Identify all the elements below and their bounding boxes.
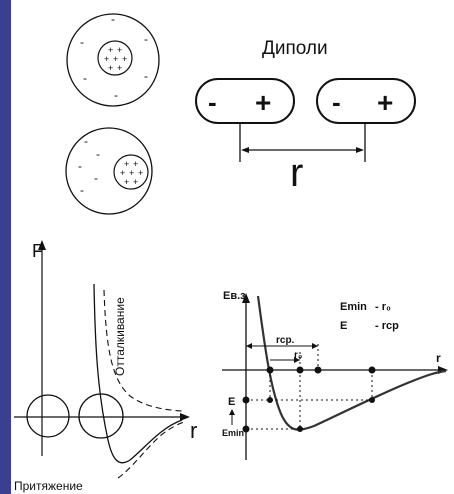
atom-polarized: - - - - - + + + + + + +	[65, 127, 153, 215]
dipole-minus: -	[332, 87, 341, 117]
dipole-plus: +	[377, 87, 393, 118]
nucleus-charge: +	[122, 54, 127, 64]
nucleus-charge: +	[108, 45, 113, 55]
r0-label: r₀	[294, 350, 302, 361]
legend-r0: - r₀	[375, 301, 391, 313]
electron-charge: -	[144, 69, 148, 83]
electron-charge: -	[84, 134, 88, 148]
dipole-minus: -	[208, 87, 217, 117]
atom-symmetric: - - - - - - + + + + + + +	[66, 12, 160, 107]
nucleus-charge: +	[124, 159, 129, 169]
force-axis-label: F	[32, 241, 43, 261]
dipole-left: - +	[195, 78, 295, 124]
nucleus-charge: +	[117, 45, 122, 55]
nucleus-charge: +	[133, 177, 138, 187]
electron-charge: -	[111, 12, 115, 26]
nucleus-charge: +	[124, 177, 129, 187]
nucleus-charge: +	[108, 63, 113, 73]
dipole-right: - +	[316, 78, 416, 124]
electron-charge: -	[114, 88, 118, 102]
electron-charge: -	[94, 171, 98, 185]
nucleus-charge: +	[133, 159, 138, 169]
nucleus-charge: +	[113, 54, 118, 64]
distance-marker	[239, 123, 366, 162]
nucleus-charge: +	[138, 168, 143, 178]
electron-charge: -	[83, 71, 87, 85]
legend-e: E	[340, 320, 347, 332]
distance-label: r	[290, 151, 303, 195]
dipole-plus: +	[255, 87, 271, 118]
electron-charge: -	[80, 35, 84, 49]
energy-plot: Ев.з. r rср. r₀ E	[222, 290, 448, 460]
nucleus-charge: +	[129, 168, 134, 178]
electron-charge: -	[144, 32, 148, 46]
energy-axis-label: Ев.з.	[223, 290, 249, 302]
electron-charge: -	[96, 147, 100, 161]
nucleus-charge: +	[104, 54, 109, 64]
r-axis-label: r	[436, 351, 441, 365]
side-strip	[0, 0, 11, 494]
attraction-label: Притяжение	[14, 479, 83, 493]
legend-rcp: - rср	[375, 320, 399, 332]
repulsion-label: Отталкивание	[113, 297, 127, 376]
legend-emin: Emin	[340, 301, 367, 313]
distance-axis-label: r	[190, 418, 197, 443]
rcp-label: rср.	[276, 335, 295, 346]
nucleus-charge: +	[120, 168, 125, 178]
panel-divider	[11, 214, 454, 219]
electron-charge: -	[78, 159, 82, 173]
force-plot: F r Отталкивание Притяжение	[14, 240, 197, 493]
electron-charge: -	[80, 183, 84, 197]
dipoles-title: Диполи	[262, 38, 328, 59]
Emin-label: Emin	[222, 428, 244, 438]
E-label: E	[228, 396, 235, 408]
nucleus-charge: +	[117, 63, 122, 73]
